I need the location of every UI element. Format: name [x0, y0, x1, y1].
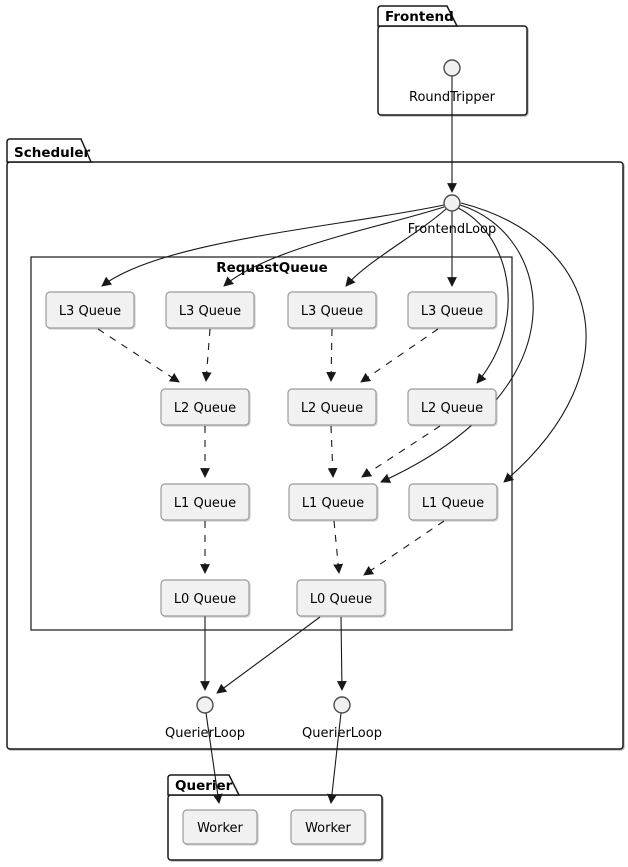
- querier-loop-2-label: QuerierLoop: [302, 726, 382, 741]
- l2-queue-row: L2 Queue L2 Queue L2 Queue: [160, 388, 497, 426]
- edge-frontendloop-to-l3queue-2: [223, 206, 445, 287]
- l2-queue-label-1: L2 Queue: [174, 401, 236, 416]
- l0-queue-box-2: [296, 579, 386, 617]
- scheduler-package-tab: [6, 138, 93, 163]
- edge-l3queue-3-to-l2queue-2: [326, 328, 337, 382]
- l3-queue-label-4: L3 Queue: [421, 304, 483, 319]
- l0-queue-label-2: L0 Queue: [310, 592, 372, 607]
- l1-queue-box-2: [288, 483, 378, 521]
- round-tripper-label: RoundTripper: [409, 90, 496, 105]
- frontend-loop-label: FrontendLoop: [408, 222, 497, 237]
- l1-queue-box-3: [408, 483, 498, 521]
- querier-loop-2-interface: [333, 696, 351, 714]
- l1-queue-label-2: L1 Queue: [302, 496, 364, 511]
- solid-edges: [101, 76, 587, 804]
- l0-queue-label-1: L0 Queue: [174, 592, 236, 607]
- querier-loop-1-label: QuerierLoop: [165, 726, 245, 741]
- l1-queue-row: L1 Queue L1 Queue L1 Queue: [160, 483, 498, 521]
- l2-queue-box-1: [160, 388, 250, 426]
- edge-frontendloop-to-l1queue-3: [460, 202, 587, 483]
- querier-loop-node-2: QuerierLoop: [302, 696, 382, 741]
- l3-queue-label-2: L3 Queue: [179, 304, 241, 319]
- request-queue-package-title: RequestQueue: [216, 260, 327, 276]
- querier-package-title: Querier: [175, 778, 233, 794]
- edge-frontendloop-to-l3queue-1: [101, 204, 445, 287]
- querier-package-tab: [167, 774, 241, 796]
- l2-queue-label-2: L2 Queue: [301, 401, 363, 416]
- edge-l0queue-2-to-querierloop-2: [336, 616, 347, 691]
- edge-l1queue-3-to-l0queue-2: [363, 520, 445, 576]
- dashed-edges: [97, 328, 445, 576]
- worker-label-2: Worker: [305, 821, 351, 836]
- scheduler-package-title: Scheduler: [14, 145, 91, 161]
- edge-l3queue-2-to-l2queue-1: [201, 328, 212, 382]
- l2-queue-box-3: [407, 388, 497, 426]
- frontend-package-tab: [377, 5, 459, 27]
- l0-queue-row: L0 Queue L0 Queue: [160, 579, 386, 617]
- edge-querierloop-1-to-worker-1: [205, 712, 223, 804]
- scheduler-package: Scheduler: [6, 138, 624, 750]
- worker-row: Worker Worker: [182, 809, 366, 845]
- edge-l2queue-2-to-l1queue-2: [327, 425, 338, 478]
- querier-loop-1-interface: [196, 696, 214, 714]
- l1-queue-label-1: L1 Queue: [174, 496, 236, 511]
- worker-label-1: Worker: [197, 821, 243, 836]
- l3-queue-label-3: L3 Queue: [301, 304, 363, 319]
- edge-frontendloop-to-l3queue-3: [345, 208, 447, 287]
- scheduler-package-body: [6, 161, 624, 750]
- l3-queue-box-1: [45, 291, 135, 329]
- edge-querierloop-2-to-worker-2: [327, 712, 342, 804]
- edge-l2queue-3-to-l1queue-2: [361, 425, 441, 478]
- worker-box-1: [182, 809, 258, 845]
- edge-l3queue-1-to-l2queue-1: [97, 328, 180, 383]
- querier-loop-node-1: QuerierLoop: [165, 696, 245, 741]
- l0-queue-box-1: [160, 579, 250, 617]
- worker-box-2: [290, 809, 366, 845]
- edge-l0queue-2-to-querierloop-1: [216, 616, 321, 694]
- frontend-package-title: Frontend: [385, 9, 454, 25]
- l3-queue-box-3: [287, 291, 377, 329]
- frontend-loop-interface: [443, 194, 461, 212]
- edge-frontendloop-to-l2queue-3: [457, 207, 509, 384]
- frontend-loop-node: FrontendLoop: [408, 194, 497, 237]
- edge-l3queue-4-to-l2queue-2: [360, 328, 439, 383]
- l3-queue-label-1: L3 Queue: [59, 304, 121, 319]
- l1-queue-label-3: L1 Queue: [422, 496, 484, 511]
- edge-frontendloop-to-l1queue-2: [380, 204, 534, 483]
- l2-queue-label-3: L2 Queue: [421, 401, 483, 416]
- l3-queue-row: L3 Queue L3 Queue L3 Queue L3 Queue: [45, 291, 497, 329]
- l3-queue-box-4: [407, 291, 497, 329]
- l3-queue-box-2: [165, 291, 255, 329]
- round-tripper-interface: [443, 59, 461, 77]
- edge-l1queue-2-to-l0queue-2: [333, 520, 344, 574]
- l2-queue-box-2: [287, 388, 377, 426]
- request-queue-package-body: [30, 256, 513, 631]
- l1-queue-box-1: [160, 483, 250, 521]
- round-tripper-node: RoundTripper: [409, 59, 496, 105]
